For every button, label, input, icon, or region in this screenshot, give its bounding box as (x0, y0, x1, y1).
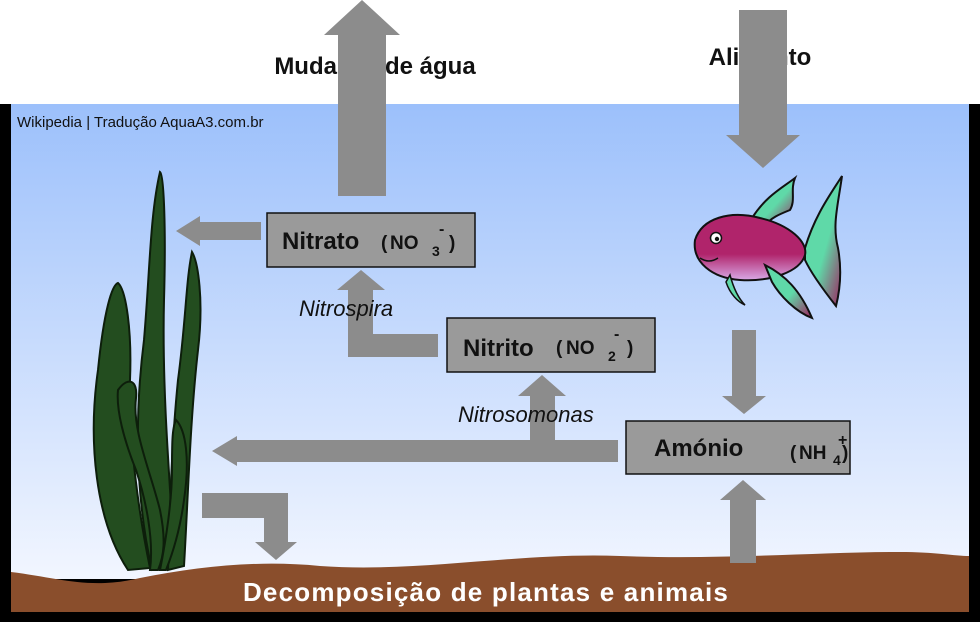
nitrite-formula-sup: - (614, 326, 619, 343)
ammonium-formula: NH (799, 443, 826, 464)
nitrate-paren-close: ) (449, 233, 455, 254)
ammonium-formula-sub: 4 (833, 452, 841, 468)
fish-pupil (714, 236, 720, 242)
nitrate-formula-sub: 3 (432, 243, 440, 259)
fish-anal-fin (763, 262, 814, 320)
ammonium-paren-open: ( (790, 443, 797, 464)
arrow-nitrite-to-nitrate (337, 270, 438, 357)
nitrate-name: Nitrato (282, 228, 359, 255)
arrow-plant-to-decomposition (202, 493, 297, 560)
nitrite-paren-open: ( (556, 338, 563, 359)
fish-body (693, 214, 807, 282)
fish-mouth (699, 257, 719, 262)
nitrite-formula: NO (566, 338, 595, 359)
arrow-water-change-up (324, 0, 400, 196)
arrows (176, 0, 800, 563)
nitrite-formula-sub: 2 (608, 348, 616, 364)
nitrite-box: Nitrito ( NO 2 - ) (446, 317, 656, 373)
ammonium-paren-close: ) (842, 443, 848, 464)
ammonium-box: Amónio ( NH 4 + ) (625, 420, 851, 475)
credit-label: Wikipedia | Tradução AquaA3.com.br (17, 114, 264, 131)
ammonium-name: Amónio (654, 435, 743, 462)
nitrate-box: Nitrato ( NO 3 - ) (266, 212, 476, 268)
fish-dorsal-fin (750, 174, 798, 228)
arrow-fish-to-ammonium (722, 330, 766, 414)
nitrospira-label: Nitrospira (299, 296, 393, 321)
decomposition-label: Decomposição de plantas e animais (243, 577, 729, 607)
nitrite-name: Nitrito (463, 335, 534, 362)
fish-tail-fin (804, 175, 843, 309)
arrow-ammonium-to-nitrite (518, 375, 566, 440)
nitrate-formula: NO (390, 233, 419, 254)
nitrosomonas-label: Nitrosomonas (458, 402, 594, 427)
arrow-nitrate-to-plant (176, 216, 261, 246)
fish (693, 174, 843, 320)
aquatic-plant (92, 170, 202, 572)
substrate-ground (11, 552, 969, 612)
air-area (0, 0, 980, 104)
arrow-decomposition-to-ammonium (720, 480, 766, 563)
arrow-ammonium-to-plant (212, 436, 618, 466)
nitrate-formula-sup: - (439, 221, 444, 238)
nitrite-paren-close: ) (627, 338, 633, 359)
plant-leaf (158, 418, 188, 571)
arrow-food-down (726, 10, 800, 168)
nitrate-paren-open: ( (381, 233, 388, 254)
ammonium-formula-sup: + (838, 432, 847, 449)
fish-pelvic-fin (725, 273, 746, 306)
